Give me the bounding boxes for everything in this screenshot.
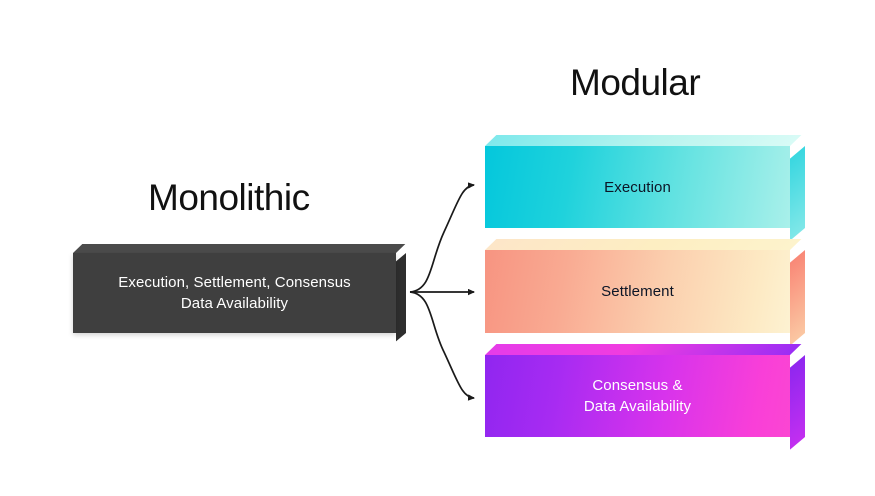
modular-box-consensus[interactable]: Consensus & Data Availability — [485, 344, 805, 450]
consensus-box-label-line1: Consensus & — [592, 377, 683, 394]
monolithic-box[interactable]: Execution, Settlement, Consensus Data Av… — [73, 244, 406, 342]
monolithic-box-label-line1: Execution, Settlement, Consensus — [118, 274, 351, 291]
modular-box-settlement[interactable]: Settlement — [485, 239, 805, 346]
monolithic-box-label-line2: Data Availability — [180, 295, 289, 312]
modular-box-execution[interactable]: Execution — [485, 135, 805, 241]
execution-box-top-face — [485, 135, 802, 146]
settlement-box-front-face: Settlement — [485, 250, 790, 333]
execution-box-label: Execution — [604, 177, 671, 198]
settlement-box-label: Settlement — [601, 281, 674, 302]
execution-box-front-face: Execution — [485, 146, 790, 228]
settlement-box-label-line1: Settlement — [601, 283, 674, 300]
consensus-box-label: Consensus & Data Availability — [584, 375, 691, 417]
consensus-box-label-line2: Data Availability — [583, 398, 692, 415]
arrow-to-consensus — [409, 291, 475, 401]
monolithic-box-label: Execution, Settlement, Consensus Data Av… — [118, 272, 351, 314]
monolithic-box-top-face — [73, 244, 406, 253]
consensus-box-top-face — [485, 344, 802, 355]
page-title-modular: Modular — [570, 62, 701, 103]
settlement-box-top-face — [485, 239, 802, 250]
page-title-monolithic: Monolithic — [148, 177, 310, 218]
execution-box-label-line1: Execution — [604, 178, 671, 196]
consensus-box-side-face — [790, 355, 805, 450]
arrow-to-execution — [409, 182, 475, 293]
monolithic-box-side-face — [396, 253, 406, 342]
settlement-box-side-face — [790, 250, 805, 346]
consensus-box-front-face: Consensus & Data Availability — [485, 355, 790, 437]
monolithic-box-front-face: Execution, Settlement, Consensus Data Av… — [73, 253, 396, 333]
execution-box-side-face — [790, 146, 805, 241]
